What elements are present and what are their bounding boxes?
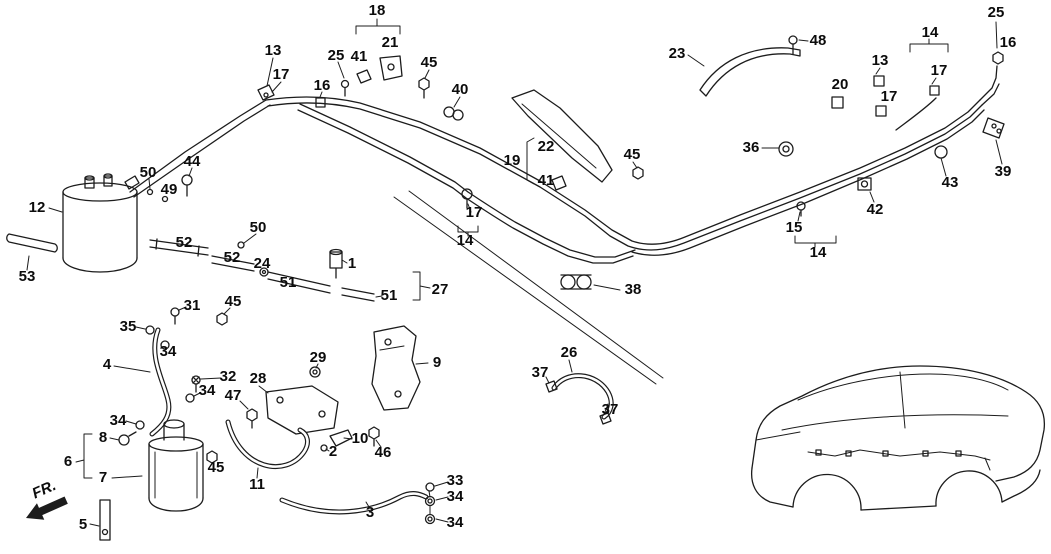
fuel-line-art <box>129 65 1000 385</box>
callout-45: 45 <box>225 293 242 310</box>
callout-34: 34 <box>160 343 177 360</box>
callout-28: 28 <box>250 370 267 387</box>
fr-direction-arrow: FR. <box>26 477 68 520</box>
callout-37: 37 <box>532 364 549 381</box>
callout-39: 39 <box>995 163 1012 180</box>
canister-art <box>6 167 431 302</box>
callout-43: 43 <box>942 174 959 191</box>
callout-26: 26 <box>561 344 578 361</box>
callout-14: 14 <box>810 244 827 261</box>
callout-8: 8 <box>99 429 107 446</box>
callout-33: 33 <box>447 472 464 489</box>
callout-6: 6 <box>64 453 72 470</box>
callout-14: 14 <box>457 232 474 249</box>
callout-53: 53 <box>19 268 36 285</box>
lower-left-assembly-art <box>75 306 449 541</box>
callout-50: 50 <box>140 164 157 181</box>
callout-17: 17 <box>881 88 898 105</box>
callout-16: 16 <box>1000 34 1017 51</box>
callout-27: 27 <box>432 281 449 298</box>
callout-45: 45 <box>208 459 225 476</box>
callout-29: 29 <box>310 349 327 366</box>
callout-44: 44 <box>184 153 201 170</box>
callout-31: 31 <box>184 297 201 314</box>
callout-35: 35 <box>120 318 137 335</box>
callout-18: 18 <box>369 2 386 19</box>
callout-34: 34 <box>447 488 464 505</box>
callout-34: 34 <box>110 412 127 429</box>
callout-52: 52 <box>176 234 193 251</box>
callout-14: 14 <box>922 24 939 41</box>
callout-20: 20 <box>832 76 849 93</box>
callout-21: 21 <box>382 34 399 51</box>
callout-17: 17 <box>466 204 483 221</box>
callout-19: 19 <box>504 152 521 169</box>
callout-25: 25 <box>328 47 345 64</box>
hose-26-art <box>545 359 614 425</box>
callout-17: 17 <box>931 62 948 79</box>
callout-41: 41 <box>351 48 368 65</box>
callout-42: 42 <box>867 201 884 218</box>
car-silhouette <box>750 365 1046 511</box>
callout-47: 47 <box>225 387 242 404</box>
callout-11: 11 <box>249 476 265 493</box>
callout-34: 34 <box>447 514 464 531</box>
callout-22: 22 <box>538 138 555 155</box>
callout-45: 45 <box>624 146 641 163</box>
callout-17: 17 <box>273 66 290 83</box>
callout-50: 50 <box>250 219 267 236</box>
callout-16: 16 <box>314 77 331 94</box>
callout-5: 5 <box>79 516 87 533</box>
fr-arrow-icon <box>26 496 68 520</box>
fr-label: FR. <box>30 477 59 502</box>
center-bracket-art <box>457 89 644 291</box>
callout-23: 23 <box>669 45 686 62</box>
callout-15: 15 <box>786 219 803 236</box>
callout-51: 51 <box>280 274 297 291</box>
callout-41: 41 <box>538 172 555 189</box>
callout-38: 38 <box>625 281 642 298</box>
callout-7: 7 <box>99 469 107 486</box>
callout-45: 45 <box>421 54 438 71</box>
callout-40: 40 <box>452 81 469 98</box>
callout-2: 2 <box>329 443 337 460</box>
callout-9: 9 <box>433 354 441 371</box>
callout-24: 24 <box>254 255 271 272</box>
callout-13: 13 <box>265 42 282 59</box>
callout-51: 51 <box>381 287 398 304</box>
callout-1: 1 <box>348 255 356 272</box>
callout-25: 25 <box>988 4 1005 21</box>
top-right-clips-art <box>687 21 1005 248</box>
callout-49: 49 <box>161 181 178 198</box>
callout-32: 32 <box>220 368 237 385</box>
callout-34: 34 <box>199 382 216 399</box>
callout-46: 46 <box>375 444 392 461</box>
callout-36: 36 <box>743 139 760 156</box>
callout-52: 52 <box>224 249 241 266</box>
callout-4: 4 <box>103 356 112 373</box>
callout-3: 3 <box>366 504 374 521</box>
callout-37: 37 <box>602 401 619 418</box>
callout-10: 10 <box>352 430 369 447</box>
upper-left-clips-art <box>257 18 464 121</box>
callout-12: 12 <box>29 199 46 216</box>
callout-48: 48 <box>810 32 827 49</box>
callout-13: 13 <box>872 52 889 69</box>
